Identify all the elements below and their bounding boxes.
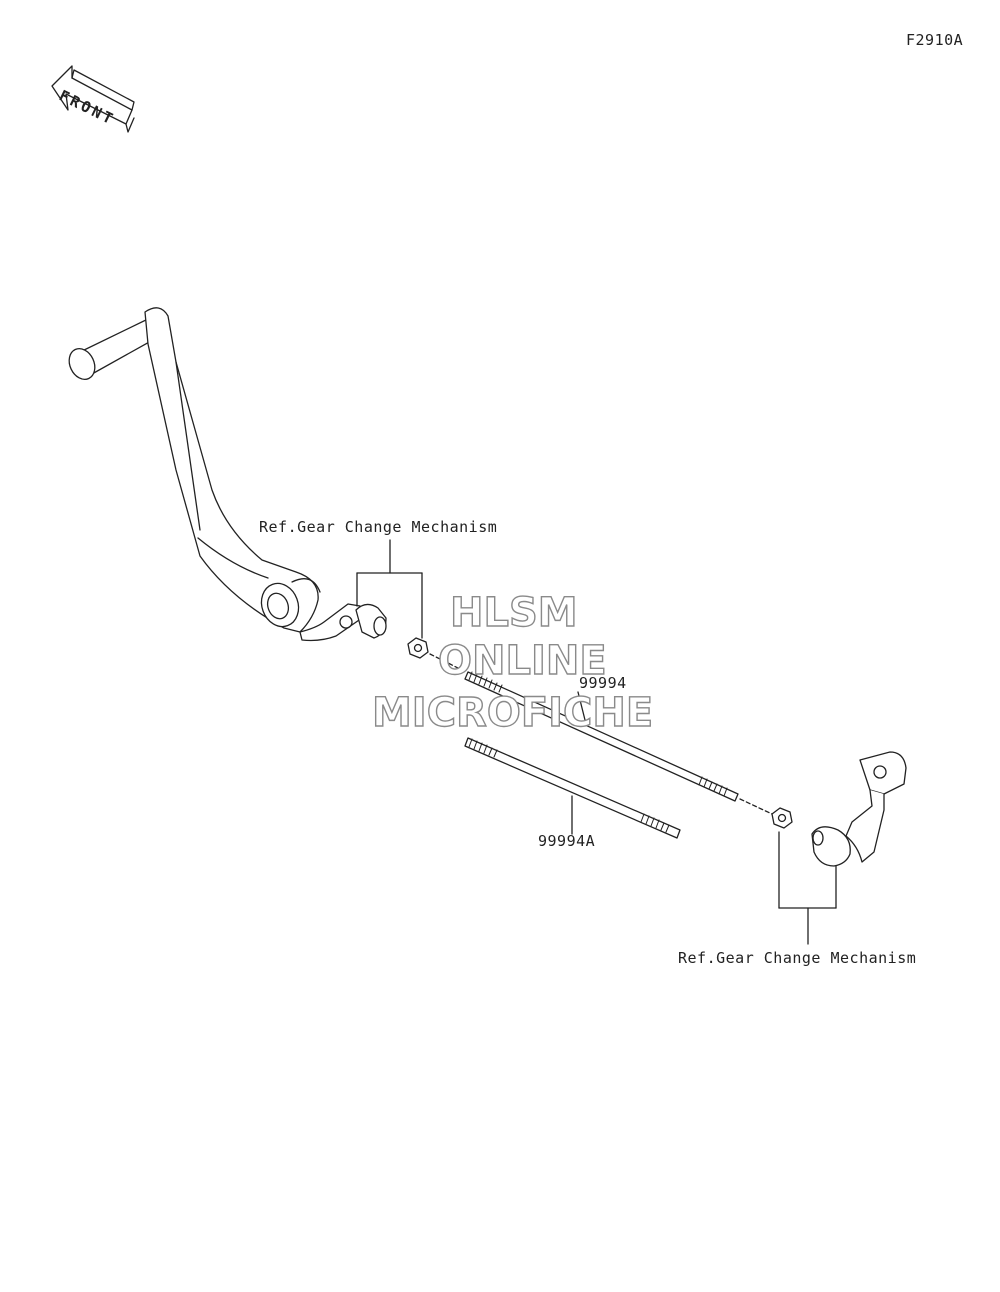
watermark-line-2: ONLINE xyxy=(437,637,607,684)
front-arrow-icon: FRONT xyxy=(51,65,135,133)
diagram-code: F2910A xyxy=(906,31,964,49)
part-callout-99994: 99994 xyxy=(579,674,627,692)
reference-bracket-top xyxy=(356,539,423,639)
part-callout-99994A: 99994A xyxy=(538,832,596,850)
shift-lever xyxy=(68,307,387,642)
watermark-line-3: MICROFICHE xyxy=(371,689,654,736)
nut-bottom xyxy=(771,807,793,829)
shift-arm xyxy=(811,751,907,867)
watermark-line-1: HLSM xyxy=(449,589,578,636)
reference-bracket-bottom xyxy=(778,831,837,945)
reference-label-bottom: Ref.Gear Change Mechanism xyxy=(678,949,917,967)
tie-rod-99994 xyxy=(464,671,739,802)
nut-top xyxy=(407,637,429,659)
reference-label-top: Ref.Gear Change Mechanism xyxy=(259,518,498,536)
tie-rod-99994A xyxy=(464,737,681,839)
